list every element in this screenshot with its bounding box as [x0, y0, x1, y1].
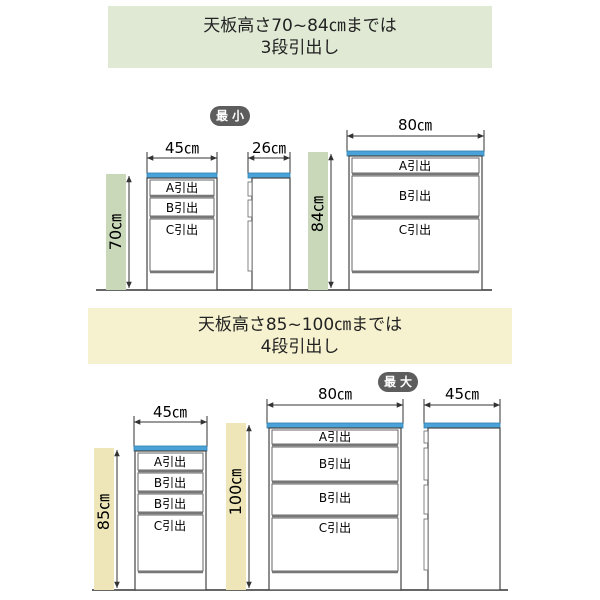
width-label-80-max: 80㎝	[318, 385, 352, 403]
top-banner: 天板高さ70~84㎝までは 3段引出し	[108, 6, 492, 68]
side-view-45: 45㎝	[423, 385, 501, 591]
cabinet-80-min: 80㎝ A引出 B引出 C引出	[346, 116, 485, 291]
drawer-front	[247, 181, 253, 197]
height-label-85: 85㎝	[94, 494, 113, 530]
bottom-banner-line2: 4段引出し	[260, 337, 340, 357]
top-banner-line1: 天板高さ70~84㎝までは	[203, 16, 397, 36]
top-board	[133, 445, 208, 452]
drawer-label: A引出	[166, 181, 198, 195]
drawer-label: A引出	[399, 159, 431, 173]
side-view-26: 26㎝	[247, 139, 291, 291]
top-board	[146, 172, 218, 179]
drawer	[271, 446, 399, 482]
drawer-front	[423, 430, 429, 444]
cabinet-45-max: 45㎝ A引出 B引出 B引出 C引出	[133, 403, 208, 591]
drawer-front	[247, 199, 253, 218]
drawer-front	[247, 220, 253, 272]
drawer-front	[423, 518, 429, 571]
side-body	[251, 177, 291, 291]
drawer-label: C引出	[166, 223, 198, 237]
height-bar-70	[106, 174, 126, 290]
depth-label-45: 45㎝	[445, 385, 479, 403]
drawer	[351, 175, 480, 217]
height-label-84: 84㎝	[308, 196, 327, 232]
drawer-label: B引出	[154, 497, 186, 511]
drawer-label: B引出	[319, 457, 351, 471]
height-label-100: 100㎝	[226, 469, 245, 516]
cabinet-45-min: 45㎝ A引出 B引出 C引出	[146, 139, 218, 291]
height-bar-85	[94, 448, 114, 590]
drawer-label: C引出	[154, 519, 186, 533]
top-board	[346, 150, 485, 157]
height-bar-84	[308, 152, 328, 290]
badge-min: 最小	[210, 106, 250, 126]
height-label-70: 70㎝	[106, 214, 125, 250]
cabinet-80-max: 80㎝ A引出 B引出 B引出 C引出	[266, 385, 404, 591]
height-bar-100	[226, 423, 246, 590]
width-label-80-min: 80㎝	[398, 116, 432, 134]
top-board	[266, 422, 404, 429]
drawer	[149, 218, 215, 272]
badge-max: 最大	[378, 372, 418, 392]
depth-label-26: 26㎝	[252, 139, 286, 157]
bottom-banner: 天板高さ85~100㎝までは 4段引出し	[88, 308, 512, 364]
width-label-45-min: 45㎝	[165, 139, 199, 157]
width-label-45-max: 45㎝	[153, 403, 187, 421]
drawer-label: C引出	[399, 223, 431, 237]
top-banner-line2: 3段引出し	[260, 38, 340, 58]
top-board	[247, 172, 291, 179]
drawer-front	[423, 484, 429, 515]
side-body	[427, 427, 501, 591]
drawer-label: B引出	[154, 476, 186, 490]
drawer-label: B引出	[166, 201, 198, 215]
drawer	[271, 517, 399, 572]
drawer-front	[423, 447, 429, 481]
drawer-label: A引出	[154, 455, 186, 469]
bottom-banner-line1: 天板高さ85~100㎝までは	[197, 315, 403, 335]
top-board	[423, 422, 501, 429]
drawer-label: A引出	[319, 430, 351, 444]
drawer	[271, 483, 399, 516]
drawer-label: B引出	[399, 189, 431, 203]
drawer-label: B引出	[319, 491, 351, 505]
drawer-label: C引出	[319, 521, 351, 535]
drawer	[137, 514, 204, 572]
